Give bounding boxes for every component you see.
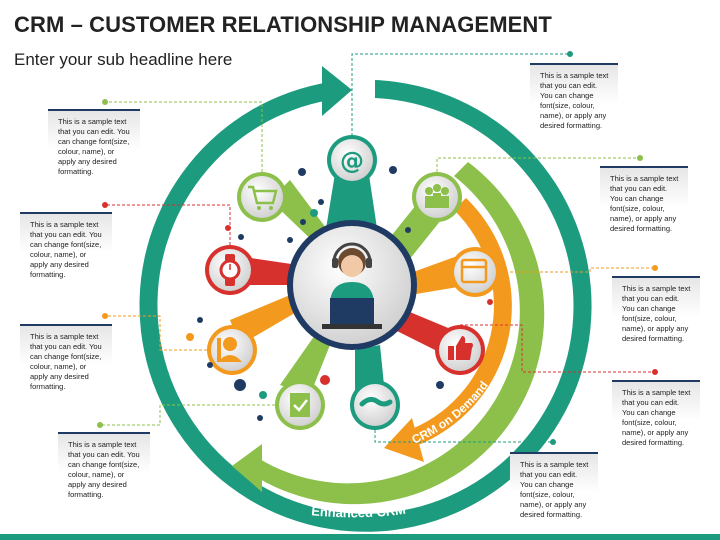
- crm-on-demand-ring: [404, 198, 512, 448]
- calendar-icon: [450, 247, 500, 297]
- text-box-left-3: This is a sample text that you can edit.…: [58, 432, 150, 504]
- enhanced-crm-arrowhead: [322, 66, 352, 116]
- checklist-icon: [275, 380, 325, 430]
- person-icon: [207, 325, 257, 375]
- support-agent-icon: [322, 242, 382, 329]
- customer-group-icon: [412, 172, 462, 222]
- shopping-cart-icon: [237, 172, 287, 222]
- text-box-right-2: This is a sample text that you can edit.…: [612, 276, 700, 348]
- basic-crm-arrowhead: [232, 444, 262, 492]
- text-box-right-1: This is a sample text that you can edit.…: [600, 166, 688, 238]
- email-icon: @: [327, 135, 377, 185]
- connector-dots: [97, 51, 658, 445]
- connectors: [100, 53, 655, 443]
- text-box-right-3: This is a sample text that you can edit.…: [612, 380, 700, 452]
- text-box-left-1: This is a sample text that you can edit.…: [20, 212, 112, 284]
- text-box-left-2: This is a sample text that you can edit.…: [20, 324, 112, 396]
- text-box-top-right: This is a sample text that you can edit.…: [530, 63, 618, 135]
- crm-on-demand-arrowhead: [384, 418, 424, 462]
- enhanced-crm-label: Enhanced CRM: [311, 502, 407, 520]
- enhanced-crm-ring-left: [139, 82, 330, 320]
- text-box-top-left: This is a sample text that you can edit.…: [48, 109, 140, 181]
- svg-text:@: @: [340, 147, 364, 175]
- page-subtitle: Enter your sub headline here: [14, 50, 233, 69]
- text-box-bottom-right: This is a sample text that you can edit.…: [510, 452, 598, 524]
- page-title: CRM – CUSTOMER RELATIONSHIP MANAGEMENT: [14, 12, 552, 37]
- decorative-dots: [186, 166, 493, 421]
- handshake-icon: [350, 380, 400, 430]
- watch-icon: [205, 245, 255, 295]
- thumbs-up-icon: [435, 325, 485, 375]
- bottom-accent-bar: [0, 534, 720, 540]
- basic-crm-label: Basic CRM: [325, 464, 393, 482]
